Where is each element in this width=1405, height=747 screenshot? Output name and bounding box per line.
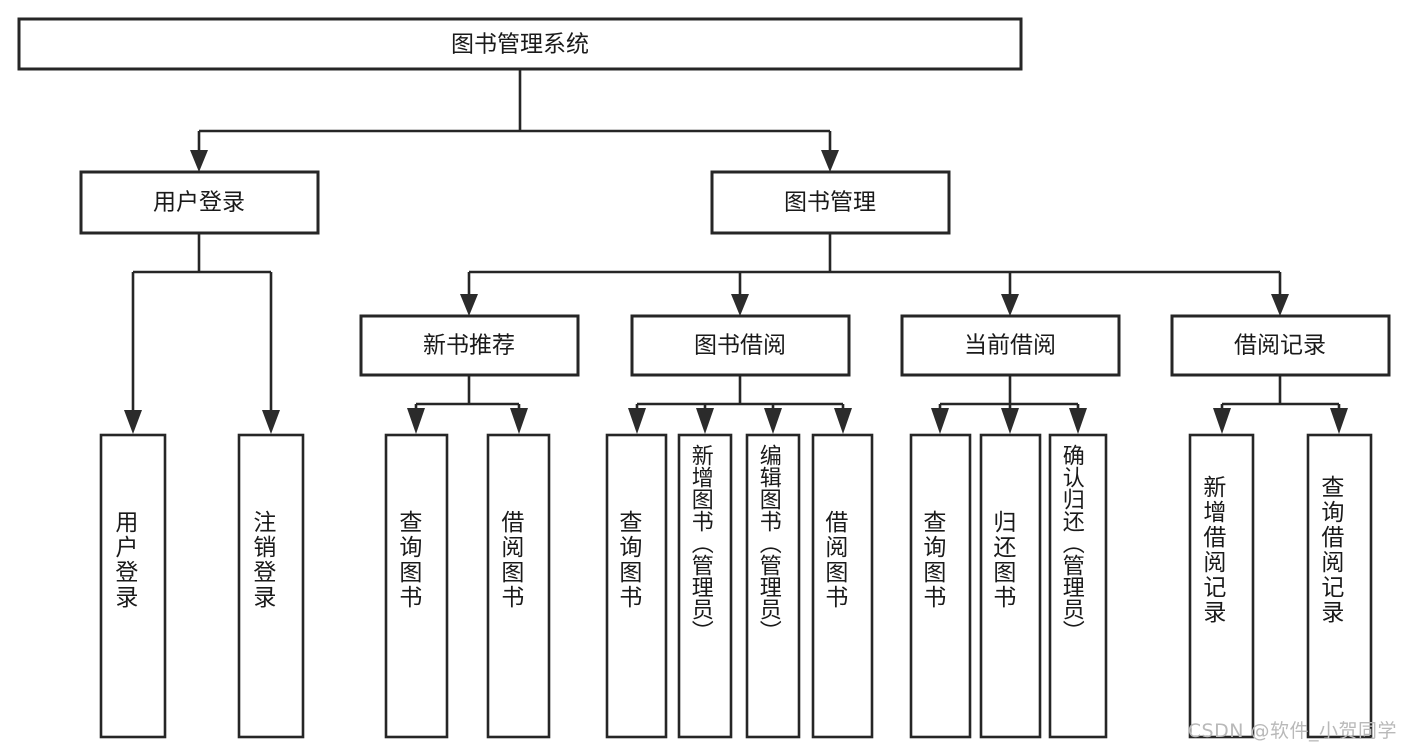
csdn-watermark: CSDN @软件_小贺同学 <box>1187 720 1397 742</box>
connector-group-record <box>1213 375 1348 434</box>
node-user-login-box[interactable] <box>79 170 320 235</box>
arrowhead-record-leaf-1 <box>1213 408 1231 434</box>
arrowhead-current-leaf-3 <box>1069 408 1087 434</box>
node-current-borrow-label: 当前借阅 <box>964 333 1056 359</box>
arrowhead-current-leaf-1 <box>931 408 949 434</box>
node-current-borrow[interactable]: 当前借阅 <box>900 314 1121 377</box>
leaf-box-query-book-3[interactable] <box>909 433 972 739</box>
leaf-box-query-borrow-record[interactable] <box>1306 433 1373 739</box>
arrowhead-newbook-leaf-2 <box>510 408 528 434</box>
arrowhead-record-leaf-2 <box>1330 408 1348 434</box>
arrowhead-borrow-leaf-2 <box>696 408 714 434</box>
leaf-box-confirm-return-admin[interactable] <box>1048 433 1108 739</box>
arrowhead-user-leaf-1 <box>124 410 142 434</box>
node-user-login-label: 用户登录 <box>153 190 245 216</box>
arrowhead-book-child-2 <box>731 294 749 316</box>
arrowhead-root-to-book <box>821 150 839 172</box>
leaf-box-query-book-2[interactable] <box>605 433 668 739</box>
node-book-borrow[interactable]: 图书借阅 <box>630 314 851 377</box>
leaf-box-user-login[interactable] <box>99 433 167 739</box>
arrowhead-current-leaf-2 <box>1001 408 1019 434</box>
leaf-box-logout[interactable] <box>237 433 305 739</box>
connector-group-borrow <box>628 375 852 434</box>
node-new-book-recommend-box[interactable] <box>359 314 580 377</box>
node-current-borrow-box[interactable] <box>900 314 1121 377</box>
node-book-borrow-label: 图书借阅 <box>694 333 786 359</box>
arrowhead-borrow-leaf-4 <box>834 408 852 434</box>
connector-group-user-login <box>124 233 280 434</box>
node-borrow-record-box[interactable] <box>1170 314 1391 377</box>
node-book-manage-box[interactable] <box>710 170 951 235</box>
arrowhead-book-child-3 <box>1001 294 1019 316</box>
leaf-box-add-borrow-record[interactable] <box>1188 433 1255 739</box>
arrowhead-root-to-user <box>190 150 208 172</box>
leaf-box-query-book-1[interactable] <box>384 433 449 739</box>
leaf-box-add-book-admin[interactable] <box>677 433 733 739</box>
leaf-box-borrow-book-1[interactable] <box>486 433 551 739</box>
node-root[interactable]: 图书管理系统 <box>17 17 1023 71</box>
node-book-borrow-box[interactable] <box>630 314 851 377</box>
node-new-book-recommend-label: 新书推荐 <box>423 333 515 359</box>
arrowhead-borrow-leaf-1 <box>628 408 646 434</box>
connector-group-book-manage <box>460 233 1289 316</box>
node-borrow-record-label: 借阅记录 <box>1234 333 1326 359</box>
node-user-login[interactable]: 用户登录 <box>79 170 320 235</box>
node-borrow-record[interactable]: 借阅记录 <box>1170 314 1391 377</box>
connector-group-new-book <box>407 375 528 434</box>
leaf-box-return-book[interactable] <box>979 433 1042 739</box>
node-root-label: 图书管理系统 <box>451 32 589 58</box>
arrowhead-book-child-1 <box>460 294 478 316</box>
arrowhead-newbook-leaf-1 <box>407 408 425 434</box>
node-new-book-recommend[interactable]: 新书推荐 <box>359 314 580 377</box>
node-book-manage-label: 图书管理 <box>784 190 876 216</box>
leaf-box-borrow-book-2[interactable] <box>811 433 874 739</box>
arrowhead-book-child-4 <box>1271 294 1289 316</box>
connector-group-current-borrow <box>931 375 1087 434</box>
connector-group-root <box>190 69 839 172</box>
node-root-box[interactable] <box>17 17 1023 71</box>
arrowhead-user-leaf-2 <box>262 410 280 434</box>
arrowhead-borrow-leaf-3 <box>764 408 782 434</box>
leaf-box-edit-book-admin[interactable] <box>745 433 801 739</box>
node-book-manage[interactable]: 图书管理 <box>710 170 951 235</box>
